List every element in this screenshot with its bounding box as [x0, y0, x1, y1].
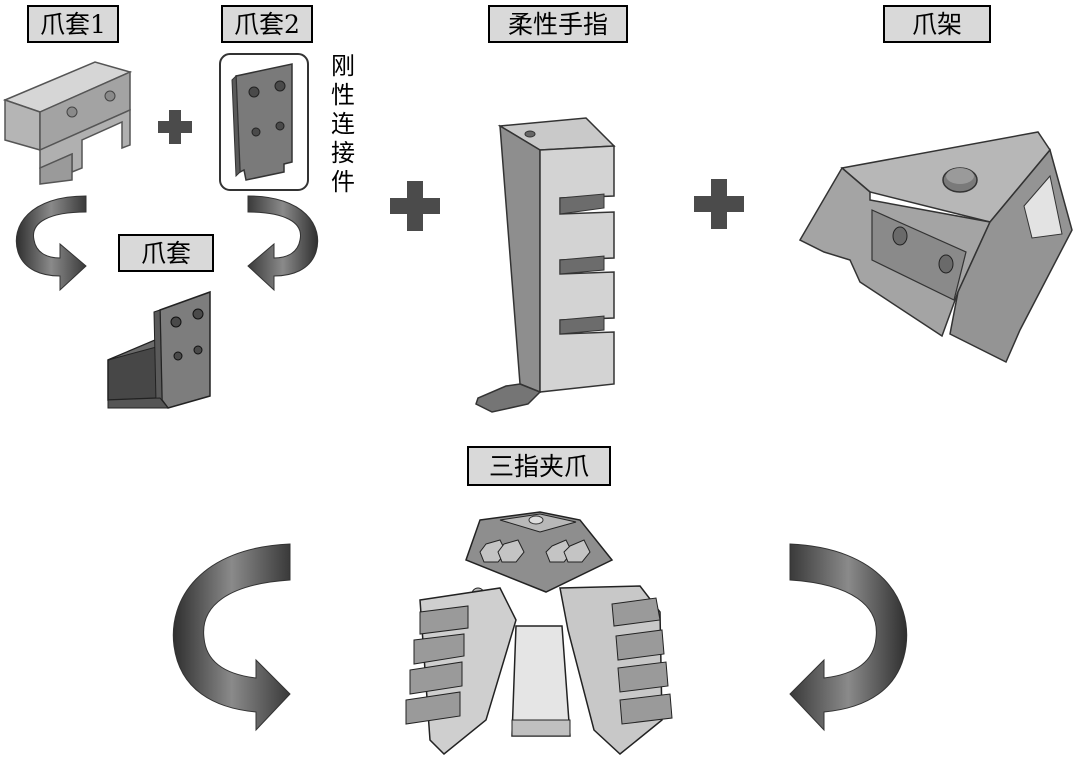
plus-sign-3 — [694, 179, 744, 229]
flexible-finger-part — [475, 117, 616, 413]
flexible-finger-label: 柔性手指 — [488, 5, 628, 43]
claw-sleeve-part — [107, 290, 211, 409]
claw-frame-label: 爪架 — [883, 5, 991, 43]
plus-sign-1 — [158, 110, 192, 144]
right-merge-arrow — [247, 195, 319, 292]
three-finger-gripper-label: 三指夹爪 — [467, 446, 611, 486]
claw-sleeve-1-part — [2, 61, 133, 185]
rigid-connector-label: 刚性连接件 — [331, 52, 355, 196]
right-assembly-arrow — [789, 543, 908, 732]
claw-sleeve-2-label: 爪套2 — [221, 5, 313, 43]
claw-sleeve-label: 爪套 — [118, 234, 214, 272]
claw-frame-part — [798, 131, 1073, 364]
three-finger-gripper-part — [405, 511, 673, 756]
claw-sleeve-2-part — [219, 53, 309, 191]
claw-sleeve-1-label: 爪套1 — [27, 5, 119, 43]
plus-sign-2 — [390, 181, 440, 231]
left-assembly-arrow — [172, 543, 291, 732]
left-merge-arrow — [15, 195, 87, 292]
